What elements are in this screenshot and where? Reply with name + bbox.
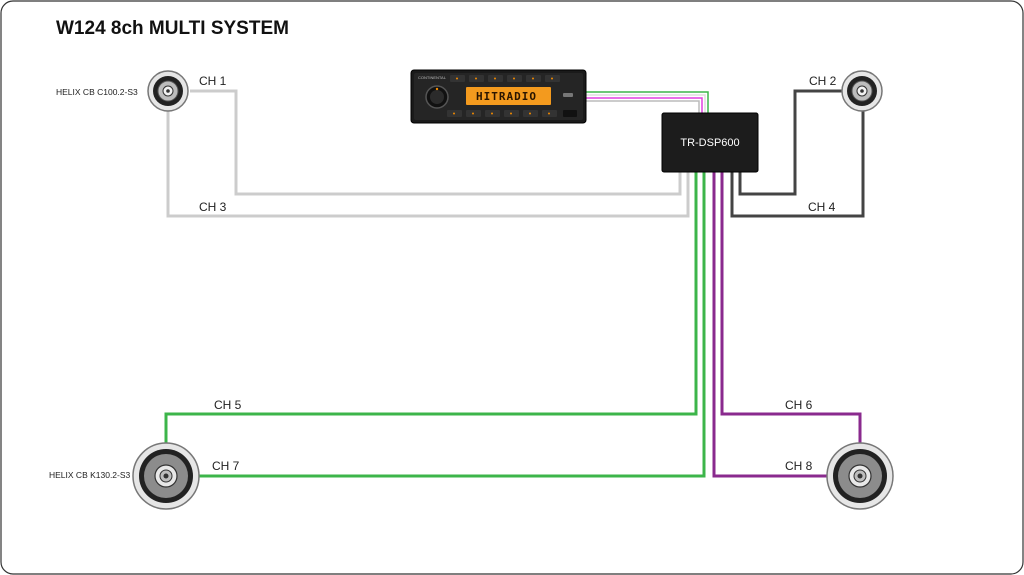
headunit-top-buttons xyxy=(450,75,560,82)
wire-ch4 xyxy=(730,110,865,218)
dsp-unit: TR-DSP600 xyxy=(661,112,759,173)
speaker-front-right xyxy=(841,70,883,112)
headunit-preset-buttons xyxy=(447,110,577,117)
channel-label-ch8: CH 8 xyxy=(785,459,813,473)
channel-label-ch4: CH 4 xyxy=(808,200,836,214)
channel-label-ch2: CH 2 xyxy=(809,74,837,88)
usb-port-icon xyxy=(563,93,573,97)
channel-label-ch7: CH 7 xyxy=(212,459,240,473)
wire-ch2 xyxy=(738,89,842,196)
rear-speaker-label: HELIX CB K130.2-S3 xyxy=(49,470,131,480)
dsp-label: TR-DSP600 xyxy=(680,137,739,149)
front-speaker-label: HELIX CB C100.2-S3 xyxy=(56,87,138,97)
head-unit: CONTINENTAL HITRADIO xyxy=(410,69,587,124)
wire-ch8 xyxy=(712,172,828,478)
wire-ch3 xyxy=(166,110,690,218)
speaker-front-left xyxy=(147,70,189,112)
headunit-brand: CONTINENTAL xyxy=(418,75,447,80)
speaker-rear-left xyxy=(132,442,200,510)
speaker-rear-right xyxy=(826,442,894,510)
channel-label-ch6: CH 6 xyxy=(785,398,813,412)
wire-ch7 xyxy=(198,172,706,478)
headunit-to-dsp-wires xyxy=(585,91,709,114)
wire-ch5 xyxy=(164,172,698,446)
headunit-display xyxy=(466,87,551,105)
wire-ch6 xyxy=(720,172,862,446)
channel-label-ch1: CH 1 xyxy=(199,74,227,88)
channel-label-ch5: CH 5 xyxy=(214,398,242,412)
diagram-title: W124 8ch MULTI SYSTEM xyxy=(56,18,289,39)
headunit-display-text: HITRADIO xyxy=(476,90,537,103)
channel-label-ch3: CH 3 xyxy=(199,200,227,214)
wire-ch1 xyxy=(190,89,682,196)
